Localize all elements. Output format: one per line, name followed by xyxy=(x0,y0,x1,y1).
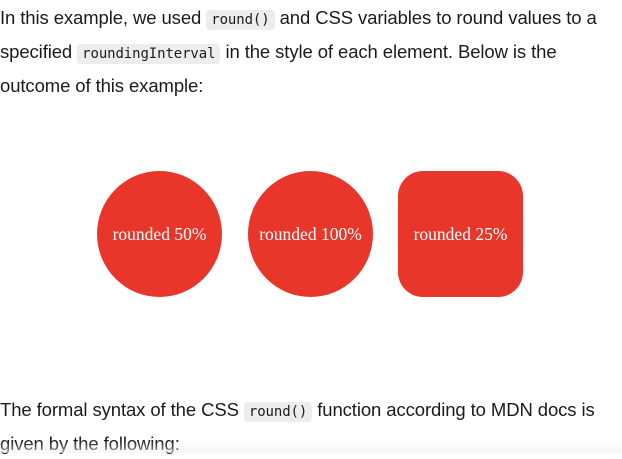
rounded-25-shape: rounded 25% xyxy=(398,171,523,297)
inline-code-round: round() xyxy=(243,402,313,422)
intro-paragraph: In this example, we used round() and CSS… xyxy=(0,2,622,101)
shape-label: rounded 100% xyxy=(259,223,362,244)
bottom-fade xyxy=(0,441,622,453)
shape-label: rounded 50% xyxy=(112,223,207,244)
rounding-demo-output: rounded 50% rounded 100% rounded 25% xyxy=(0,171,622,297)
rounded-50-shape: rounded 50% xyxy=(97,171,222,297)
rounded-100-shape: rounded 100% xyxy=(248,171,373,297)
intro-text-2: and CSS variables to round values to a s… xyxy=(0,7,597,62)
inline-code-rounding-interval: roundingInterval xyxy=(77,44,221,64)
inline-code-round: round() xyxy=(206,10,275,30)
shape-label: rounded 25% xyxy=(413,223,508,244)
intro-text-1: In this example, we used xyxy=(0,7,207,28)
intro-text-3: in the style of each element. Below is t… xyxy=(0,41,557,96)
syntax-text-1: The formal syntax of the CSS xyxy=(0,399,244,420)
